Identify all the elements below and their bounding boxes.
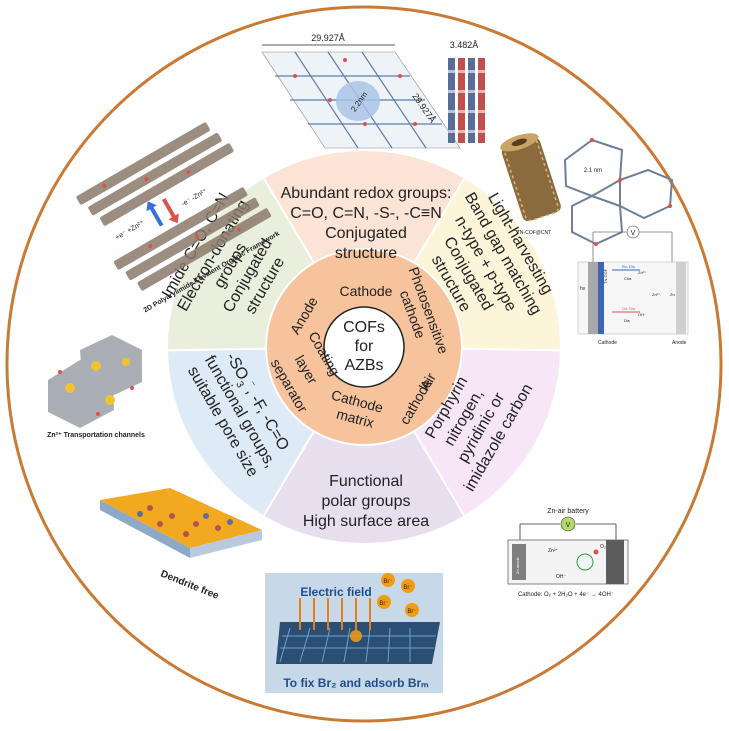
br-ion-3: Br⁻ — [379, 601, 388, 607]
ring-label-air: Air — [416, 370, 439, 393]
br-ion-1: Br⁻ — [383, 579, 392, 585]
zn-air-o2: O₂ — [600, 544, 606, 550]
photo-rx-dis: Rx. Dis — [622, 264, 635, 269]
cathode-top-line-2: C=O, C=N, -S-, -C≡N — [290, 205, 442, 222]
photo-cof: TN-COF — [603, 268, 608, 284]
center-line-2: for — [355, 338, 374, 355]
br-ion-2: Br⁻ — [403, 585, 412, 591]
photo-hv: hν — [580, 286, 586, 292]
cathode-top-line-1: Abundant redox groups: — [281, 185, 452, 202]
ring-label-cathode: Cathode — [340, 283, 393, 299]
arrow-discharge — [161, 198, 177, 220]
center-line-3: AZBs — [344, 357, 383, 374]
text-matrix: Functional polar groups High surface are… — [303, 473, 429, 530]
zn-air-v: V — [566, 522, 571, 529]
image-polyarylimide: +e⁻ +Zn²⁺ -e⁻ -Zn²⁺ 2D Polyarylimide Cov… — [76, 122, 281, 314]
image-photo-cell: V hν TN-COF Rx. Dis Cha Zn²⁺ Ox. Dis Dis… — [577, 225, 689, 346]
cnt-tube — [500, 133, 561, 222]
center-label: COFs for AZBs — [343, 319, 385, 374]
photo-zn: Zn — [670, 292, 675, 297]
photo-cha-1: Cha — [624, 276, 632, 281]
center-circle — [323, 306, 405, 388]
photo-v: V — [631, 230, 636, 237]
zn-air-anode: Zn anode — [515, 556, 520, 574]
photo-cathode: Cathode — [598, 340, 617, 346]
photo-zn2: Zn²⁺ — [638, 270, 646, 275]
br-ion-4: Br⁻ — [407, 609, 416, 615]
zn-air-oh: OH⁻ — [556, 574, 567, 580]
matrix-line-1: Functional — [329, 473, 403, 490]
cathode-top-line-3: Conjugated — [325, 225, 407, 242]
matrix-line-3: High surface area — [303, 513, 429, 530]
br-caption: To fix Br₂ and adsorb Brₘ — [283, 676, 428, 690]
top-stack-label: 3.482Å — [450, 40, 479, 50]
br-field-label: Electric field — [300, 585, 371, 599]
ur-label: TN-COF@CNT — [517, 230, 551, 236]
cathode-top-line-4: structure — [335, 245, 397, 262]
left-caption: Zn²⁺ Transportation channels — [47, 432, 145, 439]
top-dim-a: 29.927Å — [311, 33, 345, 43]
photo-ox-dis: Ox. Dis — [622, 306, 635, 311]
photo-dis: Dis — [624, 318, 630, 323]
image-cof-lattice: 2.2nm 29.927Å 29.927Å 3.482Å — [261, 33, 485, 149]
matrix-line-2: polar groups — [322, 493, 411, 510]
zn-air-zn2: Zn²⁺ — [548, 548, 559, 554]
arrow-charge — [148, 205, 164, 227]
text-cathode-top: Abundant redox groups: C=O, C=N, -S-, -C… — [281, 185, 452, 262]
photo-oh: OH⁻ — [638, 312, 646, 317]
ur-pore-label: 2.1 nm — [584, 168, 602, 174]
zn-air-title: Zn-air battery — [547, 508, 589, 515]
image-tn-cof-cnt: TN-COF@CNT 2.1 nm — [500, 133, 674, 246]
photo-zn2-b: Zn²⁺ — [652, 292, 660, 297]
zn-air-caption: Cathode: O₂ + 2H₂O + 4e⁻ → 4OH⁻ — [518, 592, 614, 598]
stacking-columns — [448, 58, 485, 143]
photo-anode: Anode — [672, 340, 687, 346]
image-br-fixation: Electric field Br⁻ Br⁻ Br⁻ Br⁻ To fix Br… — [265, 573, 443, 693]
image-zn-channels: Zn²⁺ Transportation channels — [47, 335, 145, 439]
image-zn-air: Zn-air battery V Zn anode Zn²⁺ O₂ OH⁻ Ca… — [507, 508, 629, 598]
center-line-1: COFs — [343, 319, 385, 336]
